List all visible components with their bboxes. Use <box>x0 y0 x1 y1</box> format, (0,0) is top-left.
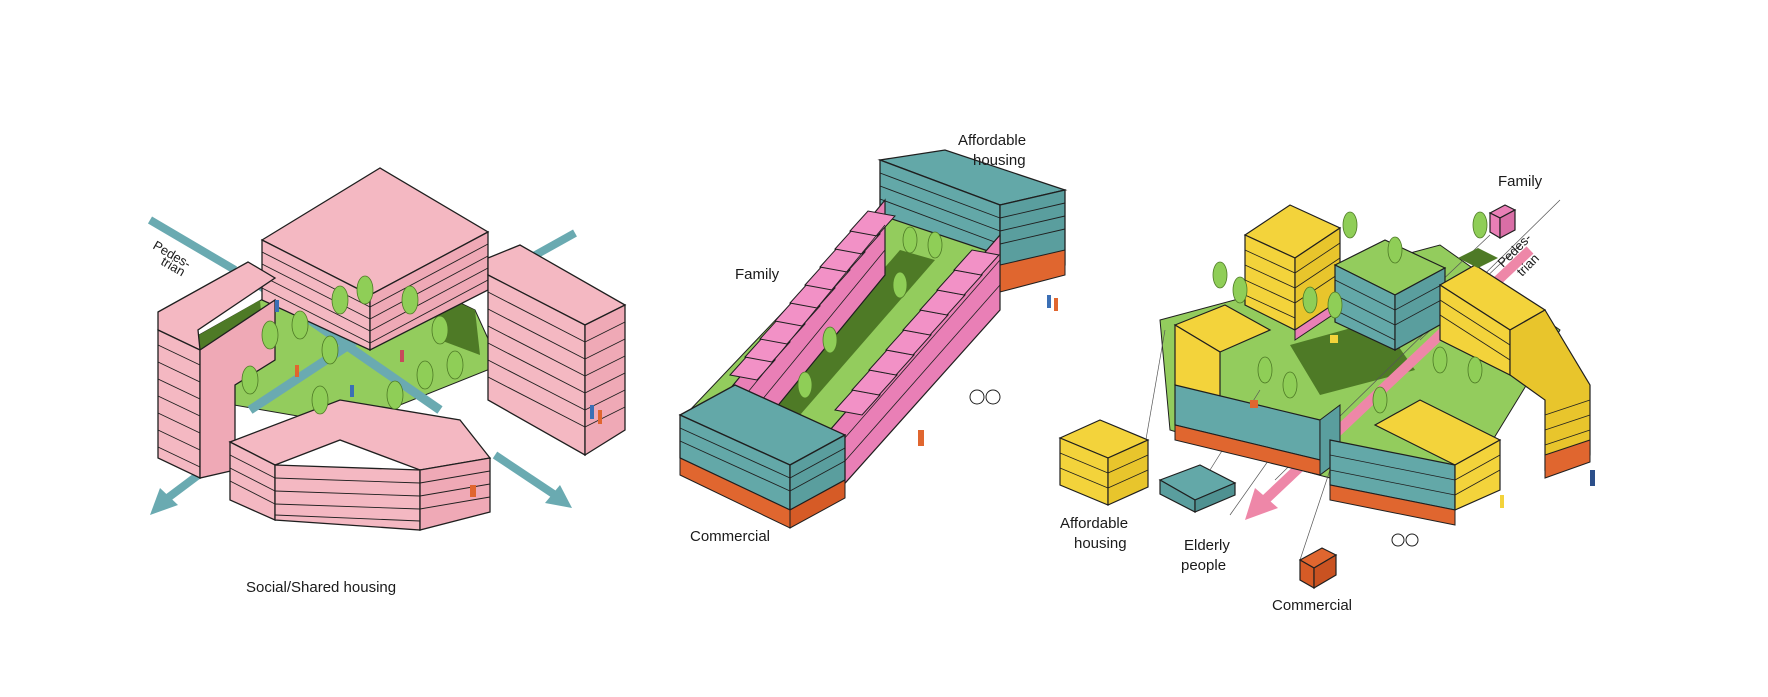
tower-top-left-floor-lines <box>1244 242 1341 319</box>
building-bottom-wing-side <box>419 457 491 531</box>
caption-social-shared-housing: Social/Shared housing <box>246 579 397 596</box>
commercial-block-base-side <box>789 479 846 529</box>
family-terrace-block <box>678 149 1068 529</box>
front-right-floor-lines <box>1329 454 1501 496</box>
commercial-floor-lines <box>679 427 846 492</box>
label-affordable-housing-neighbourhood-line2: housing <box>1074 535 1127 552</box>
exploded-affordable-side <box>1107 439 1149 506</box>
left-wing-floor-lines <box>157 344 201 468</box>
mixed-neighbourhood-block <box>1058 199 1595 590</box>
teal-mid-floor-lines <box>1334 279 1446 341</box>
building-right-wing-side <box>584 303 626 457</box>
exploded-family-garden <box>1458 248 1498 268</box>
arrow-ped-top-left <box>147 216 238 274</box>
social-shared-housing-block <box>147 167 627 531</box>
arrow-ped-bottom-right <box>492 451 558 499</box>
label-affordable-housing-top-line1: Affordable <box>958 132 1027 149</box>
exploded-elderly-side <box>1194 482 1236 513</box>
neighbourhood-trees <box>1212 211 1488 414</box>
label-affordable-housing-top-line2: housing <box>973 152 1026 169</box>
exploded-commercial-side <box>1313 553 1337 590</box>
right-wing-floor-lines <box>487 291 626 428</box>
pedestrian-arrowhead-pink <box>1245 488 1278 520</box>
arrowhead-bottom-left <box>150 488 178 515</box>
yellow-tower-right-base <box>1544 439 1591 479</box>
exploded-family-side <box>1499 209 1516 239</box>
building-left-wing-front <box>157 328 201 480</box>
people-figures-2 <box>918 295 1058 446</box>
tower-right-floor-lines <box>1439 299 1591 446</box>
people-figures-1 <box>275 300 602 497</box>
exploded-family-front <box>1489 212 1501 240</box>
people-figures-3 <box>1250 335 1595 547</box>
exploded-affordable-lines <box>1059 452 1149 489</box>
courtyard-trees <box>241 275 464 415</box>
bottom-wing-floor-lines <box>229 454 491 522</box>
affordable-floor-lines <box>879 172 1066 245</box>
label-commercial-terrace: Commercial <box>690 528 771 545</box>
label-affordable-housing-neighbourhood-line1: Affordable <box>1060 515 1129 532</box>
label-family-neighbourhood: Family <box>1498 173 1543 190</box>
front-right-block-base <box>1329 484 1456 526</box>
label-elderly-people-line1: Elderly <box>1184 537 1230 554</box>
label-elderly-people-line2: people <box>1181 557 1227 574</box>
arrowhead-bottom-right <box>545 485 572 508</box>
label-family-terrace: Family <box>735 266 780 283</box>
label-commercial-neighbourhood: Commercial <box>1272 597 1353 614</box>
terrace-trees <box>797 226 943 399</box>
family-houses-right-row <box>829 233 1001 502</box>
top-wing-floor-lines <box>261 243 489 344</box>
